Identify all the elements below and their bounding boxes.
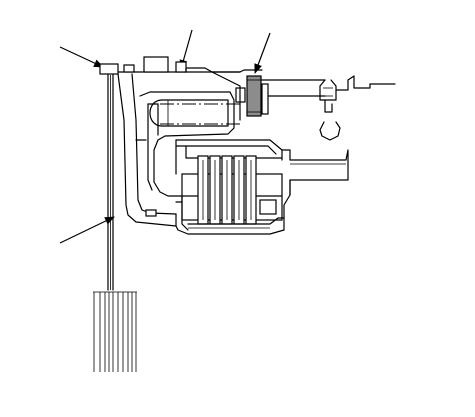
inner-channel xyxy=(135,91,235,217)
clutch-plates xyxy=(181,155,283,225)
leader-arrow-bottom-left xyxy=(59,216,115,244)
leader-arrow-top-left xyxy=(59,46,104,68)
piston xyxy=(149,99,240,127)
lead-wires xyxy=(93,291,137,372)
vertical-plate xyxy=(107,69,114,291)
housing-lower xyxy=(175,195,285,231)
leader-arrow-top-right xyxy=(254,32,271,74)
housing-top xyxy=(99,56,263,75)
highlighted-bearing xyxy=(235,75,269,117)
output-shaft xyxy=(261,75,396,141)
